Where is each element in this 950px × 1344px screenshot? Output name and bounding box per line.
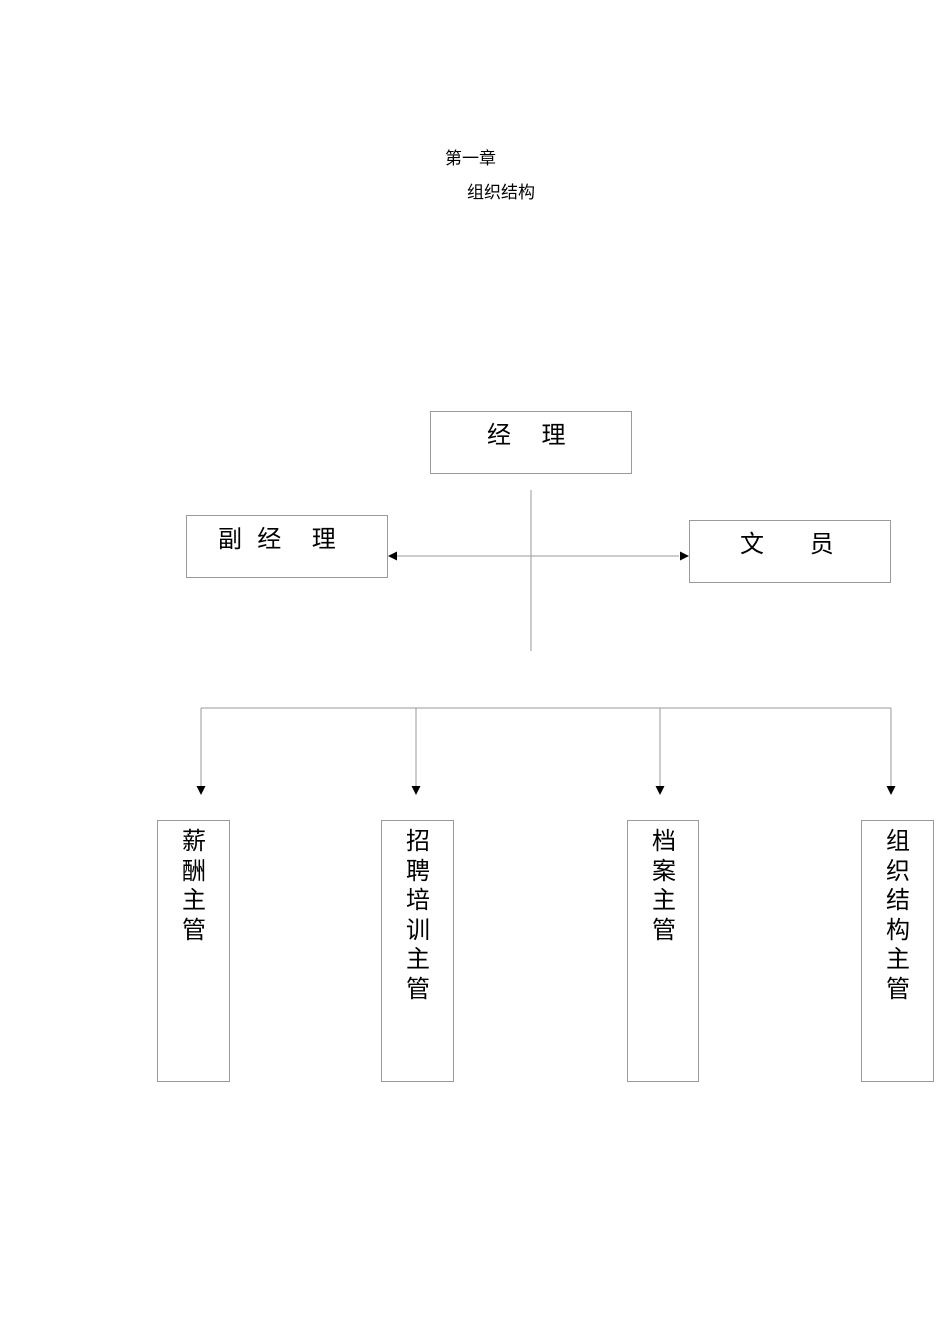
supervisor-box-salary: 薪酬主管 bbox=[157, 820, 230, 1082]
deputy-manager-label: 副 经 理 bbox=[218, 525, 336, 553]
clerk-box: 文 员 bbox=[689, 520, 891, 583]
supervisor-label-archives: 档案主管 bbox=[652, 827, 676, 944]
chapter-title: 第一章 bbox=[445, 149, 496, 169]
supervisor-label-recruitment-training: 招聘培训主管 bbox=[406, 827, 430, 1003]
supervisor-label-org-structure: 组织结构主管 bbox=[886, 827, 910, 1003]
manager-label: 经 理 bbox=[487, 421, 566, 449]
supervisor-2-arrow-icon bbox=[411, 786, 421, 795]
supervisor-label-salary: 薪酬主管 bbox=[182, 827, 206, 944]
supervisor-4-arrow-icon bbox=[886, 786, 896, 795]
clerk-arrow-icon bbox=[680, 551, 689, 561]
supervisor-box-archives: 档案主管 bbox=[627, 820, 699, 1082]
supervisor-3-arrow-icon bbox=[655, 786, 665, 795]
deputy-arrow-icon bbox=[388, 551, 397, 561]
manager-box: 经 理 bbox=[430, 411, 632, 474]
supervisor-box-org-structure: 组织结构主管 bbox=[861, 820, 934, 1082]
clerk-label: 文 员 bbox=[740, 530, 834, 558]
supervisor-box-recruitment-training: 招聘培训主管 bbox=[381, 820, 454, 1082]
section-title: 组织结构 bbox=[467, 183, 535, 203]
deputy-manager-box: 副 经 理 bbox=[186, 515, 388, 578]
supervisor-1-arrow-icon bbox=[196, 786, 206, 795]
